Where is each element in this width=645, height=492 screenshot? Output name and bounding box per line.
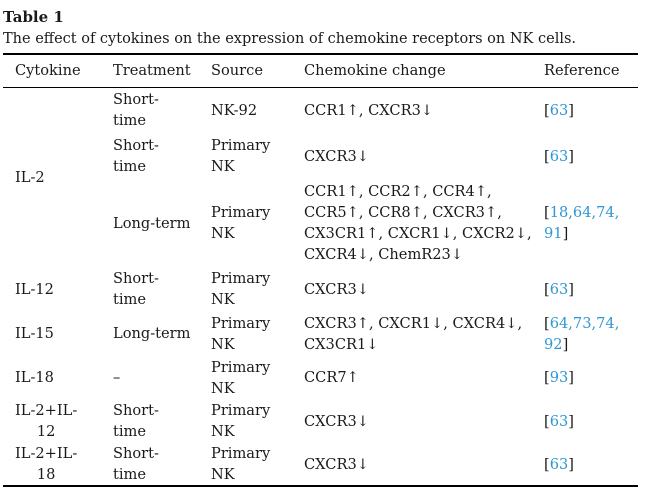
table-caption: The effect of cytokines on the expressio…: [3, 31, 577, 47]
cytokine-table: Cytokine Treatment Source Chemokine chan…: [3, 53, 638, 487]
reference-cell: [93]: [544, 356, 638, 399]
treatment-cell: Short-time: [113, 270, 159, 308]
cytokine-label: IL-12: [15, 280, 54, 298]
cytokine-label: IL-2+IL-18: [15, 445, 78, 483]
citation-bracket: ]: [568, 101, 574, 119]
reference-cell: [63]: [544, 443, 638, 486]
cytokine-cell: IL-12: [3, 267, 113, 311]
citation-bracket: [: [544, 147, 550, 165]
reference-cell: [63]: [544, 133, 638, 179]
treatment-cell: Short-time: [113, 445, 159, 483]
cytokine-label: IL-2+IL-12: [15, 402, 78, 440]
treatment-cell: Short-time: [113, 91, 159, 130]
cytokine-cell: IL-2+IL-12: [3, 399, 113, 443]
citation-bracket: ]: [568, 369, 574, 386]
citation-bracket: [: [544, 455, 550, 473]
cytokine-label: IL-15: [15, 325, 54, 343]
column-header-chemokine-change: Chemokine change: [304, 62, 446, 80]
cytokine-label: IL-18: [15, 369, 54, 387]
chemokine-change-cell: CXCR3↓: [304, 455, 369, 473]
citation-bracket: [: [544, 204, 550, 221]
chemokine-change-cell: CXCR3↓: [304, 412, 369, 430]
table-header: Cytokine Treatment Source Chemokine chan…: [3, 54, 638, 87]
treatment-cell: Long-term: [113, 325, 191, 342]
citation-bracket: ]: [568, 280, 574, 298]
reference-cell: [63]: [544, 399, 638, 443]
table-title: Table 1: [3, 8, 64, 26]
column-header-reference: Reference: [544, 62, 620, 80]
chemokine-change-cell: CCR7↑: [304, 369, 359, 386]
cytokine-cell: IL-18: [3, 356, 113, 399]
citation-link[interactable]: 93: [549, 369, 569, 386]
chemokine-change-cell: CCR1↑, CCR2↑, CCR4↑,CCR5↑, CCR8↑, CXCR3↑…: [304, 183, 532, 263]
citation-bracket: [: [544, 369, 550, 386]
reference-cell: [64,73,74, 92]: [544, 311, 638, 356]
citation-link[interactable]: 63: [549, 455, 569, 473]
citation-link[interactable]: 91: [544, 225, 563, 242]
citation-link[interactable]: 63: [549, 280, 569, 298]
citation-bracket: ]: [562, 225, 569, 242]
table-row: IL-2 Short-time NK-92 CCR1↑, CXCR3↓ [63]: [3, 87, 638, 186]
treatment-cell: –: [113, 369, 121, 386]
citation-bracket: ]: [568, 412, 574, 430]
reference-cell: [63]: [544, 87, 638, 133]
reference-cell: [63]: [544, 267, 638, 311]
column-header-source: Source: [211, 62, 263, 80]
citation-link[interactable]: 92: [544, 335, 563, 353]
citation-link[interactable]: 63: [549, 147, 569, 165]
citation-link[interactable]: 63: [549, 101, 569, 119]
citation-bracket: [: [544, 101, 550, 119]
citation-link[interactable]: 18,64,74,: [549, 204, 620, 221]
cytokine-label: IL-2: [15, 169, 45, 186]
citation-bracket: ]: [568, 455, 574, 473]
citation-bracket: ]: [568, 147, 574, 165]
treatment-cell: Short-time: [113, 137, 159, 175]
citation-bracket: [: [544, 280, 550, 298]
cytokine-cell: IL-2+IL-18: [3, 443, 113, 486]
chemokine-change-cell: CXCR3↓: [304, 147, 369, 165]
citation-link[interactable]: 63: [549, 412, 569, 430]
cytokine-cell: IL-15: [3, 311, 113, 356]
treatment-cell: Long-term: [113, 214, 191, 232]
header-row: Cytokine Treatment Source Chemokine chan…: [3, 54, 638, 87]
citation-link[interactable]: 64,73,74,: [549, 314, 620, 332]
column-header-treatment: Treatment: [113, 62, 191, 80]
citation-bracket: [: [544, 412, 550, 430]
treatment-cell: Short-time: [113, 402, 159, 440]
citation-bracket: [: [544, 314, 550, 332]
citation-bracket: ]: [562, 335, 569, 353]
cytokine-cell: IL-2: [3, 87, 113, 267]
chemokine-change-cell: CCR1↑, CXCR3↓: [304, 101, 434, 119]
source-cell: NK-92: [211, 101, 258, 119]
chemokine-change-cell: CXCR3↑, CXCR1↓, CXCR4↓,CX3CR1↓: [304, 314, 523, 353]
column-header-cytokine: Cytokine: [15, 62, 81, 80]
chemokine-change-cell: CXCR3↓: [304, 280, 369, 298]
reference-cell: [18,64,74, 91]: [544, 179, 638, 267]
